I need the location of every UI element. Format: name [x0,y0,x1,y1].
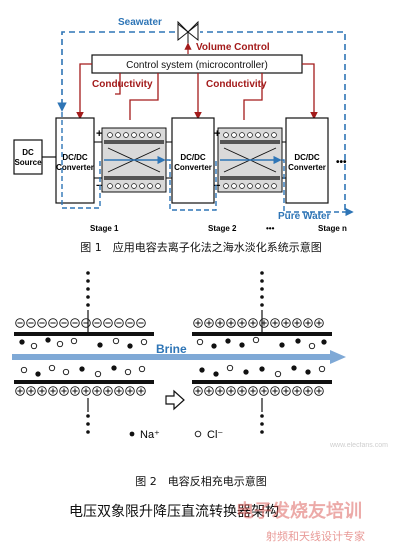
na-ion [321,339,327,345]
cl-ion [138,365,146,373]
article-title: 电压双象限升降压直流转换器架构 [69,503,279,520]
brine-flow-arrow [12,350,346,364]
na-ion [243,369,249,375]
na-ion [239,342,245,348]
dc-source-label-line2: Source [14,158,42,167]
na-ion [295,338,301,344]
na-ion [127,343,133,349]
na-ion [35,371,41,377]
water-flow-path [61,112,354,217]
cl-ion [196,338,204,346]
stage2-minus: − [214,180,220,192]
figure-2-diagram: Brine Na⁺ Cl⁻ [12,271,346,441]
na-ion [45,337,51,343]
state-transition-arrow-icon [165,389,185,411]
watermark-logo: 电子发烧友培训 射频和天线设计专家 www.elecfans.com [236,442,388,543]
cl-ion [112,337,120,345]
valve-icon [177,20,199,44]
control-signal-lines [76,63,318,120]
left-cell-before [14,271,154,434]
na-ion [19,339,25,345]
converter-2: DC/DC Converter [171,117,215,204]
control-system-label: Control system (microcontroller) [126,60,268,71]
na-ion [279,342,285,348]
cl-ion [140,338,148,346]
na-ion [211,343,217,349]
na-ion [225,338,231,344]
na-ion-legend-label: Na⁺ [140,429,160,441]
cl-ion [70,337,78,345]
left-top-ion-row [15,318,146,328]
cl-ion-legend-label: Cl⁻ [207,429,223,441]
dc-source-box [13,139,43,175]
conductivity-label-right: Conductivity [206,79,267,90]
na-ion [213,371,219,377]
converter-3: DC/DC Converter [285,117,329,204]
svg-text:DC/DC: DC/DC [294,153,320,162]
right-mid-ions [196,336,327,378]
svg-text:DC/DC: DC/DC [62,153,88,162]
pure-water-label: Pure Water [278,211,331,222]
na-ion [97,342,103,348]
right-bottom-ion-row [193,386,324,396]
left-bottom-dots [86,414,90,434]
stage-cell-2 [217,127,283,193]
left-bottom-ion-row [15,386,146,396]
svg-text:Converter: Converter [288,163,326,172]
figure-1-caption: 图 1 应用电容去离子化法之海水淡化系统示意图 [80,240,322,254]
watermark-sub-text: 射频和天线设计专家 [266,529,365,543]
na-ion [259,366,265,372]
cl-ion [62,368,70,376]
stage-n-label: Stage n [318,224,347,233]
right-cell-after [192,271,332,434]
svg-text:Converter: Converter [174,163,212,172]
svg-text:Converter: Converter [56,163,94,172]
watermark-main-text: 电子发烧友培训 [236,500,362,522]
figure-2-caption: 图 2 电容反相充电示意图 [135,474,267,488]
na-ion [291,365,297,371]
conductivity-label-left: Conductivity [92,79,153,90]
watermark-site-text: www.elecfans.com [329,442,388,449]
stage-cell-1 [101,127,167,193]
cl-ion-legend-icon [194,430,202,438]
seawater-label: Seawater [118,17,162,28]
cl-ion [48,364,56,372]
stage2-plus: + [214,128,220,140]
brine-label: Brine [156,342,187,356]
stage-dots: ••• [266,224,275,233]
volume-control-label: Volume Control [196,42,270,53]
cl-ion [226,364,234,372]
cl-ion [30,342,38,350]
left-mid-ions [19,337,148,378]
cl-ion [274,370,282,378]
na-ion [111,365,117,371]
stage1-plus: + [96,128,102,140]
cl-ion [252,336,260,344]
cl-ion [308,342,316,350]
cl-ion [94,370,102,378]
svg-text:DC/DC: DC/DC [180,153,206,162]
stage1-minus: − [96,180,102,192]
right-top-ion-row [193,318,324,328]
cl-ion [318,365,326,373]
stage1-label: Stage 1 [90,224,119,233]
na-ion-legend-icon [129,431,135,437]
converter-chain-ellipsis: ••• [336,157,347,168]
ion-legend: Na⁺ Cl⁻ [129,429,223,441]
na-ion [199,367,205,373]
left-top-dots [86,271,90,307]
seawater-flow-line [57,31,346,210]
dc-source-label-line1: DC [22,148,34,157]
na-ion [305,369,311,375]
figure-1-diagram: Seawater Volume Control Control system (… [13,17,354,233]
na-ion [79,366,85,372]
stage2-label: Stage 2 [208,224,237,233]
cl-ion [124,368,132,376]
cl-ion [20,366,28,374]
cl-ion [56,340,64,348]
